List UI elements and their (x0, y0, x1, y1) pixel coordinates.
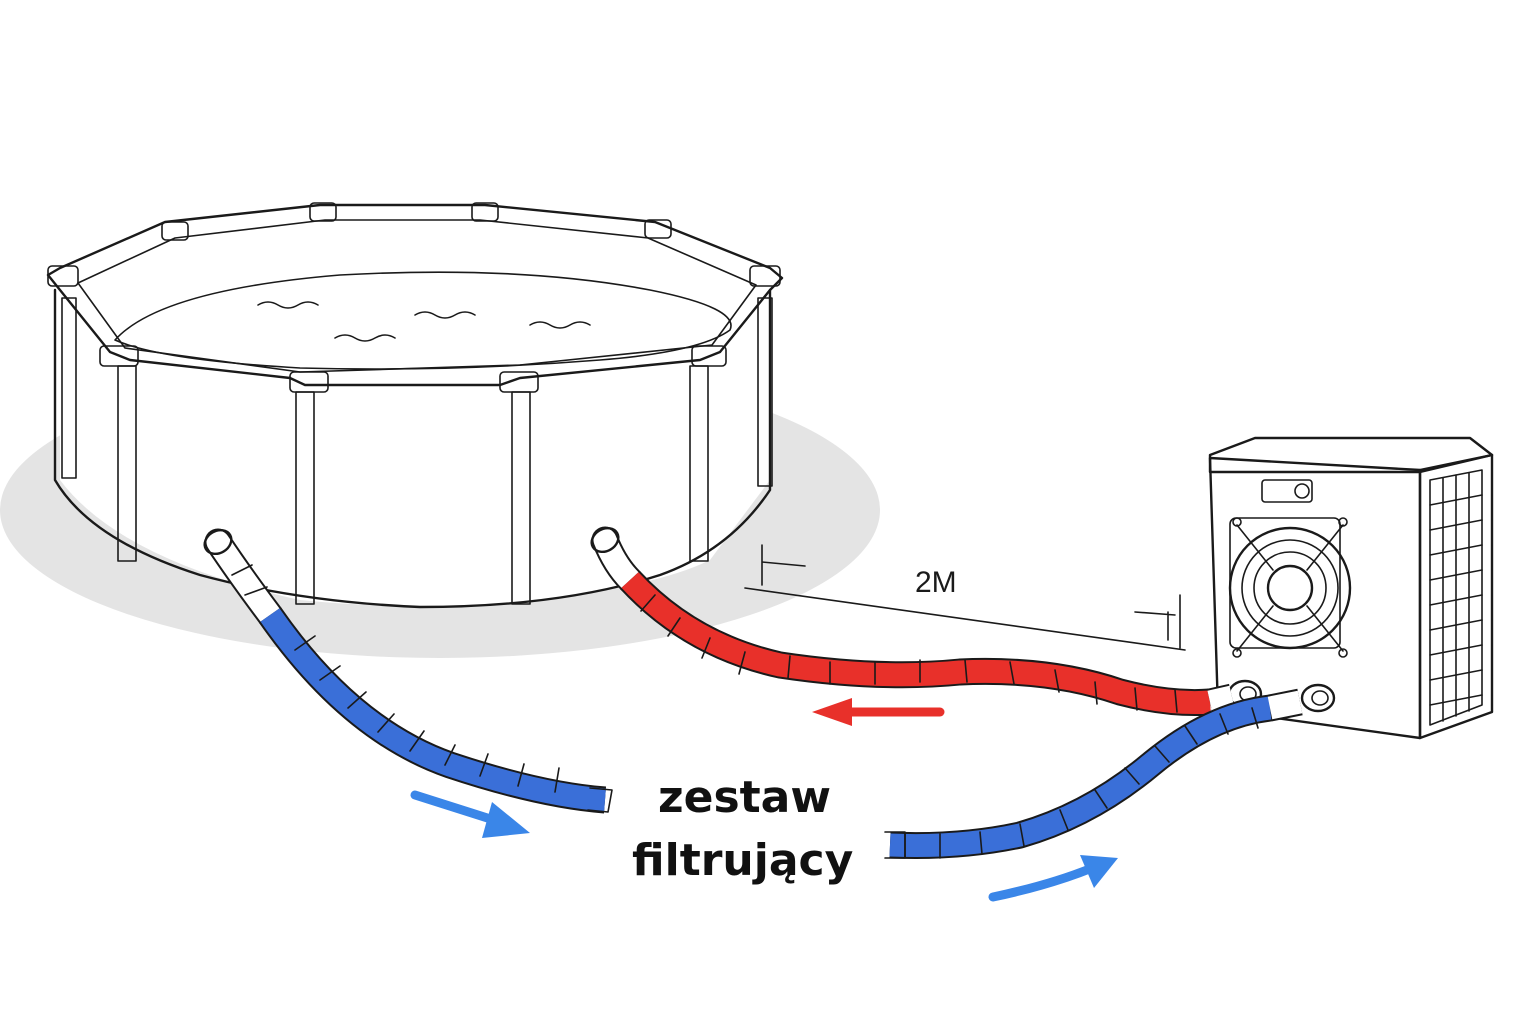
filter-label-line1: zestaw (658, 772, 831, 823)
fan-icon (1228, 517, 1352, 658)
pump-inlet-hose (889, 688, 1303, 860)
filter-label-line2: filtrujący (632, 835, 853, 886)
water-ripple (529, 321, 591, 329)
pool-wall (60, 280, 770, 606)
water-ripple (334, 334, 396, 342)
control-knob (1294, 483, 1310, 499)
distance-marker: 2M (744, 544, 1186, 651)
pool-posts (61, 297, 773, 605)
return-hose (590, 526, 1235, 717)
flow-arrow-red (812, 698, 945, 726)
water-ripple (257, 301, 319, 309)
flow-arrow-blue-right (988, 855, 1118, 902)
pool-water (114, 271, 732, 370)
control-display (1261, 479, 1313, 503)
side-grille (1429, 469, 1483, 726)
flow-arrow-blue-left (410, 790, 530, 838)
heat-pump-icon (1208, 436, 1494, 740)
water-ripple (414, 311, 476, 319)
pool-top-rail (46, 203, 784, 387)
pool-icon (46, 202, 784, 609)
distance-label: 2M (915, 566, 957, 599)
outlet-hose (203, 528, 607, 814)
